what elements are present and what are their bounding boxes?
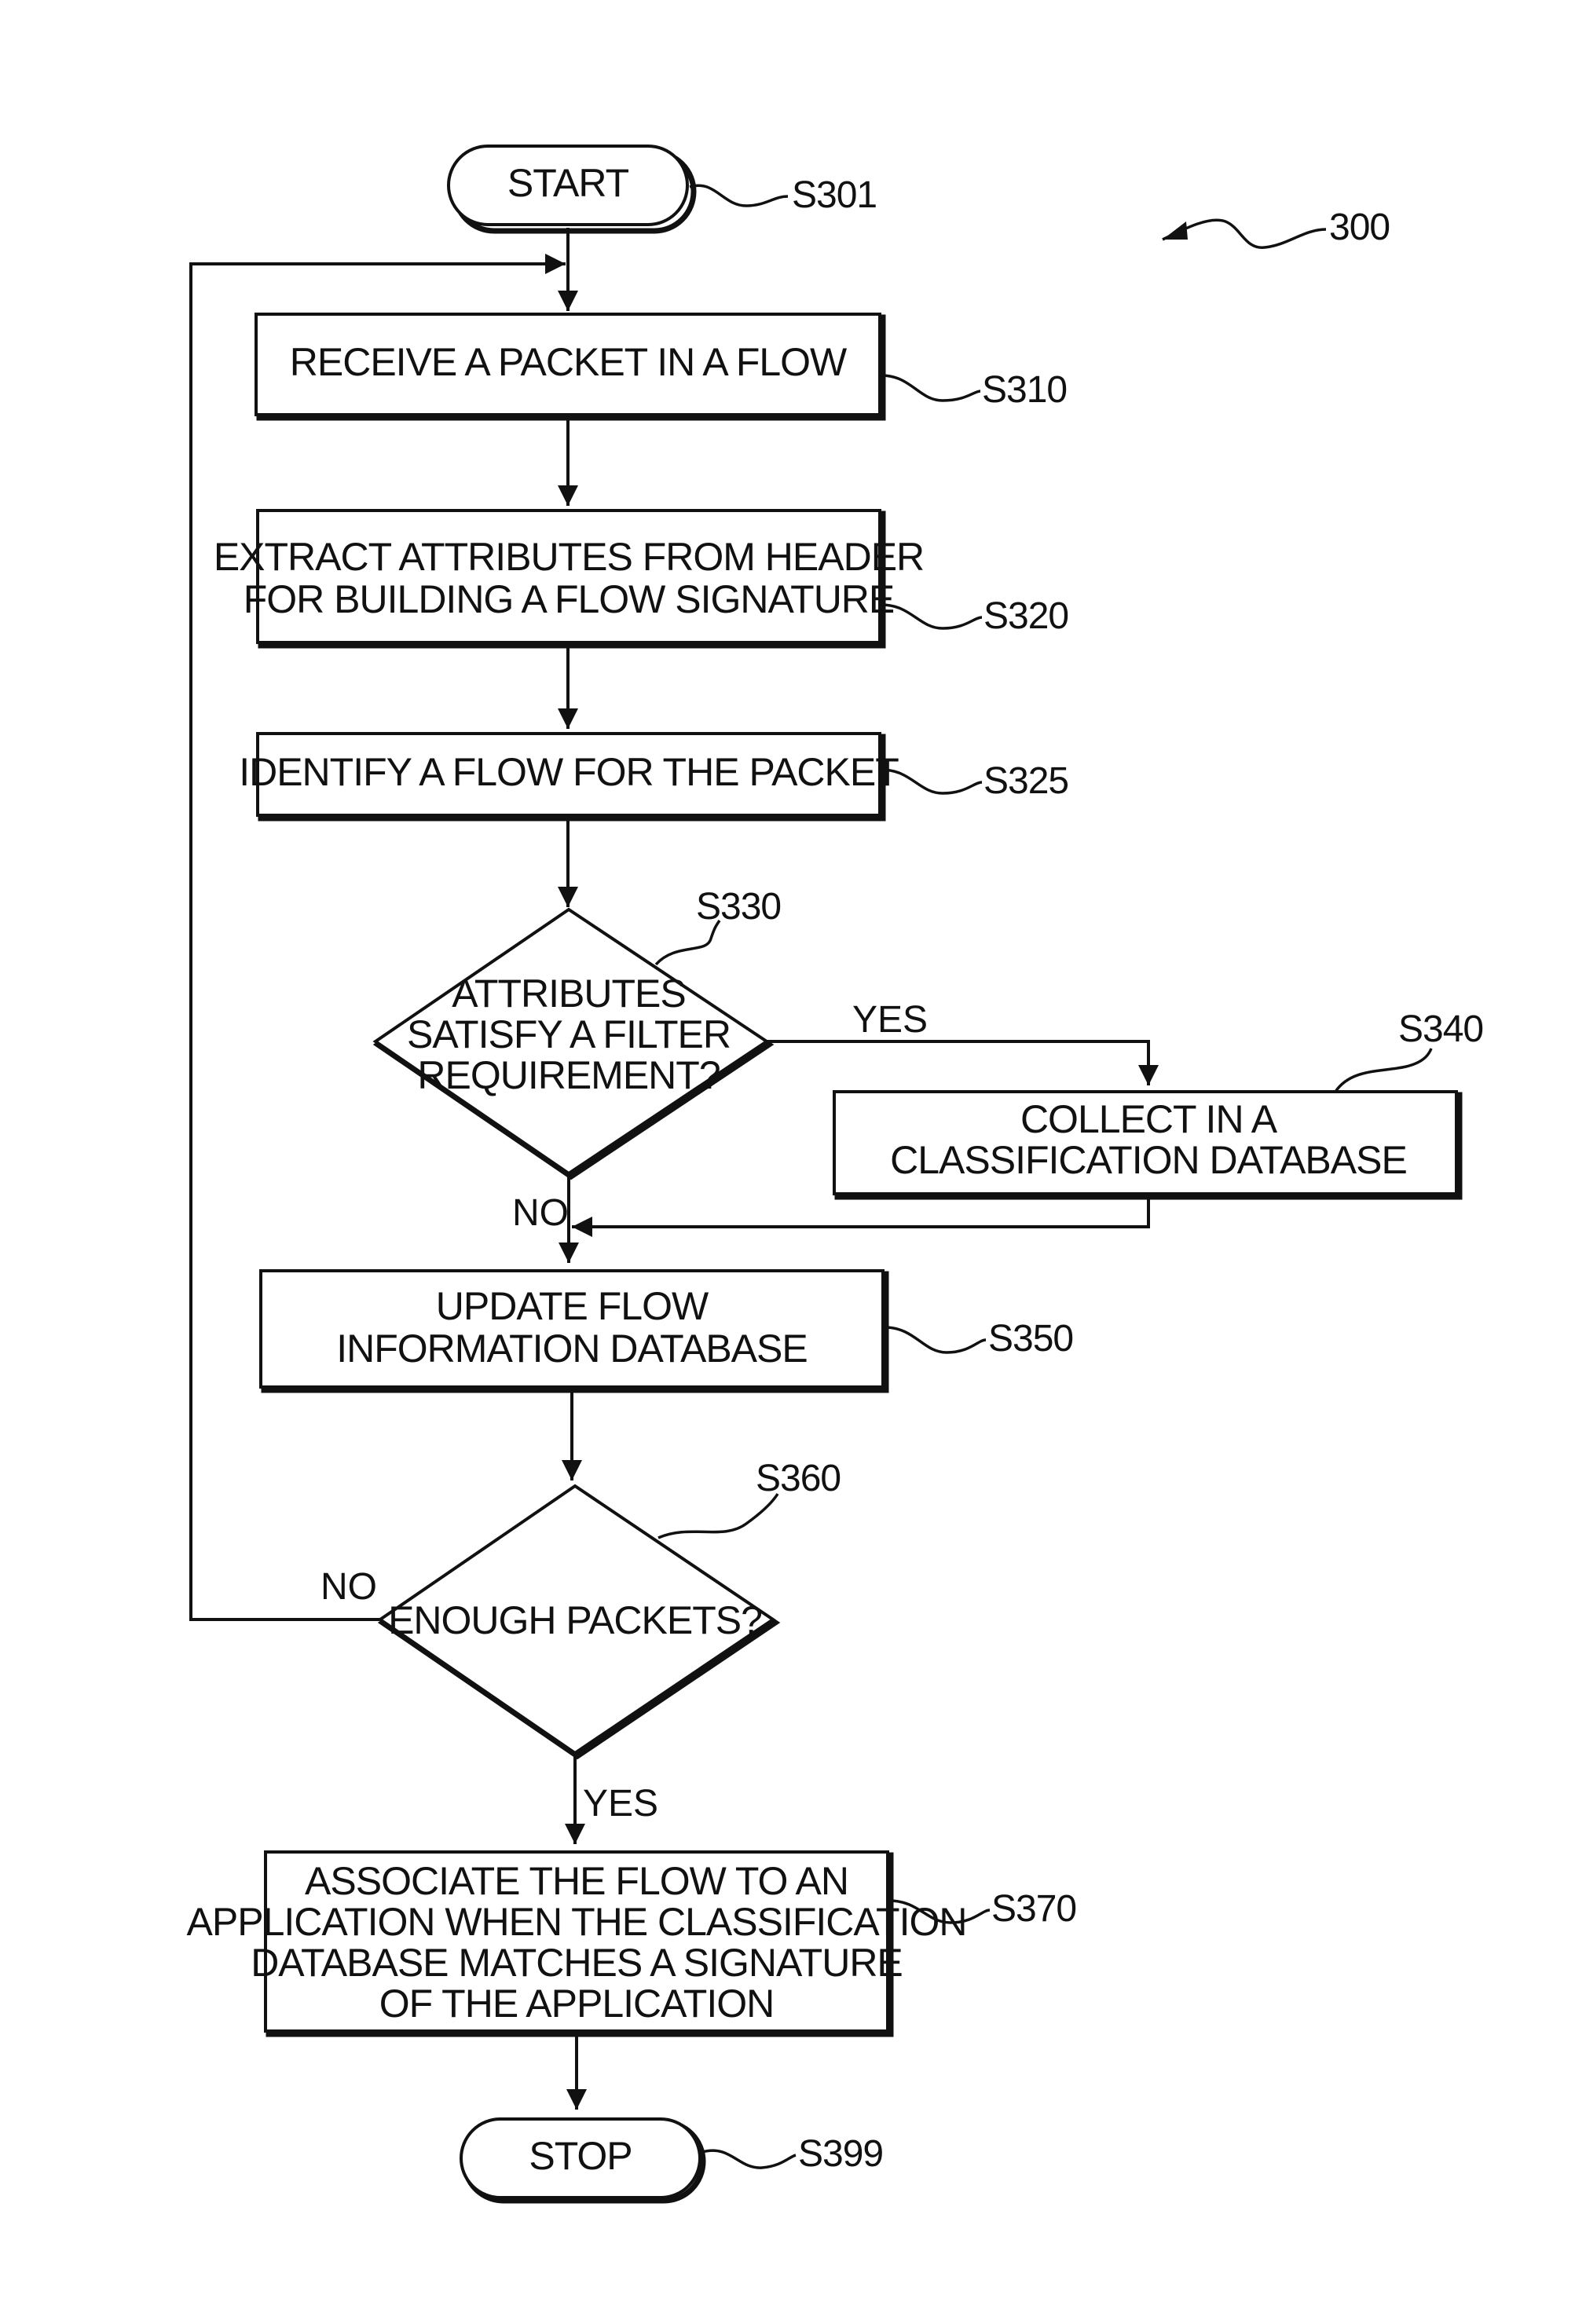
s360-text-line-1: ENOUGH PACKETS? xyxy=(388,1598,762,1642)
s310-ref-label: S310 xyxy=(982,369,1067,411)
figure-ref-label: 300 xyxy=(1329,207,1390,248)
s325-ref-label: S325 xyxy=(983,760,1068,802)
s330-text-line-1: ATTRIBUTES xyxy=(452,972,685,1016)
s370-text-line-1: ASSOCIATE THE FLOW TO AN xyxy=(305,1859,848,1903)
s370-text-line-2: APPLICATION WHEN THE CLASSIFICATION xyxy=(187,1900,967,1944)
step-s340: COLLECT IN A CLASSIFICATION DATABASE xyxy=(834,1092,1460,1197)
decision-s330: ATTRIBUTES SATISFY A FILTER REQUIREMENT? xyxy=(375,909,769,1177)
step-s325: IDENTIFY A FLOW FOR THE PACKET xyxy=(239,734,899,818)
s330-text-line-3: REQUIREMENT? xyxy=(417,1053,720,1097)
stop-terminal: STOP xyxy=(461,2119,703,2201)
s360-ref-label: S360 xyxy=(756,1458,841,1499)
s330-yes-label: YES xyxy=(852,999,928,1041)
s320-text-line-1: EXTRACT ATTRIBUTES FROM HEADER xyxy=(214,535,924,579)
figure-ref-300: 300 xyxy=(1163,207,1390,248)
s340-text-line-1: COLLECT IN A xyxy=(1020,1097,1278,1141)
s340-ref: S340 xyxy=(1335,1008,1483,1092)
s350-ref-label: S350 xyxy=(988,1318,1073,1360)
s325-ref: S325 xyxy=(881,760,1068,802)
stop-label: STOP xyxy=(529,2134,632,2178)
s320-ref: S320 xyxy=(881,595,1068,637)
s350-text-line-2: INFORMATION DATABASE xyxy=(336,1327,807,1371)
start-ref: S301 xyxy=(690,174,877,216)
s370-ref-label: S370 xyxy=(991,1888,1076,1930)
s370-text-line-4: OF THE APPLICATION xyxy=(379,1982,774,2026)
s370-text-line-3: DATABASE MATCHES A SIGNATURE xyxy=(251,1941,903,1985)
edge-s360-no-loop xyxy=(191,264,566,1619)
s330-text-line-2: SATISFY A FILTER xyxy=(407,1012,731,1056)
s330-ref: S330 xyxy=(656,886,781,964)
step-s370: ASSOCIATE THE FLOW TO AN APPLICATION WHE… xyxy=(187,1852,967,2034)
step-s310: RECEIVE A PACKET IN A FLOW xyxy=(256,314,883,418)
step-s320: EXTRACT ATTRIBUTES FROM HEADER FOR BUILD… xyxy=(214,511,924,646)
s320-ref-label: S320 xyxy=(983,595,1068,637)
start-terminal: START xyxy=(449,146,694,231)
s340-ref-label: S340 xyxy=(1398,1008,1483,1050)
step-s350: UPDATE FLOW INFORMATION DATABASE xyxy=(261,1271,886,1390)
decision-s360: ENOUGH PACKETS? xyxy=(380,1486,775,1756)
stop-ref: S399 xyxy=(702,2133,883,2175)
start-ref-label: S301 xyxy=(792,174,877,216)
s350-text-line-1: UPDATE FLOW xyxy=(436,1284,709,1328)
s360-ref: S360 xyxy=(658,1458,841,1538)
edge-s330-yes-to-s340 xyxy=(767,1041,1148,1085)
s360-yes-label: YES xyxy=(583,1783,658,1824)
stop-ref-label: S399 xyxy=(798,2133,883,2175)
start-label: START xyxy=(507,161,629,205)
s310-text-line-1: RECEIVE A PACKET IN A FLOW xyxy=(290,340,848,384)
s350-ref: S350 xyxy=(885,1318,1073,1360)
s330-no-label: NO xyxy=(512,1192,569,1234)
s320-text-line-2: FOR BUILDING A FLOW SIGNATURE xyxy=(244,577,895,621)
s360-no-label: NO xyxy=(320,1566,377,1608)
s330-ref-label: S330 xyxy=(696,886,781,928)
edge-s340-to-merge xyxy=(572,1197,1148,1227)
s340-text-line-2: CLASSIFICATION DATABASE xyxy=(890,1138,1407,1182)
s310-ref: S310 xyxy=(881,369,1067,411)
s325-text-line-1: IDENTIFY A FLOW FOR THE PACKET xyxy=(239,750,899,794)
